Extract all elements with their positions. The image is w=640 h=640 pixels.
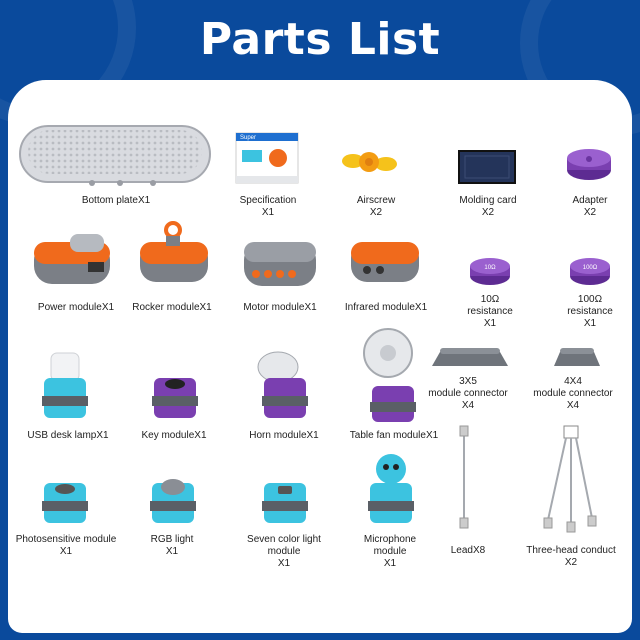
bottom-plate-label: Bottom plateX1 — [56, 195, 176, 207]
resistance-10-label-line: 10Ω — [480, 294, 500, 305]
photosensitive-module-label-line: Photosensitive module — [15, 534, 117, 545]
rocker-module-label: Rocker moduleX1 — [112, 302, 232, 314]
motor-module-label-line: Motor moduleX1 — [243, 302, 317, 313]
power-module-label-line: Power moduleX1 — [37, 302, 115, 313]
infrared-module-image — [351, 242, 419, 282]
three-head-conduct-label-line: X2 — [564, 557, 578, 568]
photosensitive-module-image — [42, 483, 88, 523]
connector-4x4-label-line: X4 — [566, 400, 580, 411]
seven-color-light-module-label-line: X1 — [277, 558, 291, 569]
resistance-100-label-line: resistance — [567, 306, 613, 317]
connector-3x5-label-line: 3X5 — [459, 376, 477, 387]
power-module-image — [34, 234, 110, 284]
airscrew-label-line: X2 — [369, 207, 383, 218]
key-module-image — [152, 378, 198, 418]
key-module-label: Key moduleX1 — [114, 430, 234, 442]
specification-cover-text: Super — [240, 135, 256, 141]
resistance-10-label-line: X1 — [483, 318, 497, 329]
usb-desk-lamp-image — [42, 352, 88, 418]
microphone-module-label-line: module — [373, 546, 407, 557]
resistance-100-image: 100Ω — [570, 258, 610, 285]
horn-module-label: Horn moduleX1 — [224, 430, 344, 442]
resistance-10-value-text: 10Ω — [484, 265, 496, 271]
rgb-light-label-line: RGB light — [150, 534, 194, 545]
adapter-label-line: X2 — [583, 207, 597, 218]
connector-3x5-image — [432, 348, 508, 366]
resistance-100-label-line: 100Ω — [577, 294, 603, 305]
specification-label-line: Specification — [239, 195, 297, 206]
infrared-module-label-line: Infrared moduleX1 — [344, 302, 428, 313]
table-fan-module-label-line: Table fan moduleX1 — [349, 430, 439, 441]
resistance-10-label-line: resistance — [467, 306, 513, 317]
parts-illustrations: Super — [19, 125, 611, 533]
seven-color-light-module-label-line: Seven color light — [247, 534, 321, 545]
molding-card-label-line: X2 — [481, 207, 495, 218]
motor-module-label: Motor moduleX1 — [220, 302, 340, 314]
adapter-label-line: Adapter — [572, 195, 608, 206]
microphone-module-label-line: X1 — [383, 558, 397, 569]
lead-label-line: LeadX8 — [450, 545, 486, 556]
parts-card: Super — [8, 80, 632, 633]
resistance-100-value-text: 100Ω — [583, 265, 598, 271]
molding-card-image — [458, 150, 516, 184]
horn-module-label-line: Horn moduleX1 — [249, 430, 319, 441]
adapter-image — [567, 149, 611, 180]
specification-label-line: X1 — [261, 207, 275, 218]
bottom-plate-label-line: Bottom plateX1 — [81, 195, 151, 206]
table-fan-module-image — [363, 328, 416, 422]
usb-desk-lamp-label: USB desk lampX1 — [8, 430, 128, 442]
airscrew-label-line: Airscrew — [356, 195, 396, 206]
lead-label: LeadX8 — [408, 545, 528, 557]
infrared-module-label: Infrared moduleX1 — [326, 302, 446, 314]
microphone-module-image — [368, 454, 414, 523]
connector-4x4-label-line: module connector — [533, 388, 613, 399]
airscrew-image — [342, 152, 397, 172]
rocker-module-label-line: Rocker moduleX1 — [132, 302, 212, 313]
key-module-label-line: Key moduleX1 — [141, 430, 207, 441]
molding-card-label-line: Molding card — [459, 195, 517, 206]
horn-module-image — [257, 351, 308, 418]
rocker-module-image — [140, 221, 208, 282]
power-module-label: Power moduleX1 — [16, 302, 136, 314]
motor-module-image — [244, 242, 316, 286]
usb-desk-lamp-label-line: USB desk lampX1 — [27, 430, 109, 441]
specification-image: Super — [235, 132, 299, 184]
seven-color-light-module-image — [262, 483, 308, 523]
connector-3x5-label-line: module connector — [428, 388, 508, 399]
seven-color-light-module-label-line: module — [267, 546, 301, 557]
microphone-module-label-line: Microphone — [363, 534, 417, 545]
bottom-plate-image — [19, 125, 211, 186]
three-head-conduct-image — [543, 425, 597, 533]
connector-4x4-label-line: 4X4 — [564, 376, 582, 387]
lead-image — [459, 425, 469, 529]
resistance-10-image: 10Ω — [470, 258, 510, 285]
rgb-light-image — [150, 479, 196, 523]
resistance-100-label-line: X1 — [583, 318, 597, 329]
connector-4x4-image — [554, 348, 600, 366]
connector-3x5-label-line: X4 — [461, 400, 475, 411]
rgb-light-label-line: X1 — [165, 546, 179, 557]
photosensitive-module-label-line: X1 — [59, 546, 73, 557]
table-fan-module-label: Table fan moduleX1 — [334, 430, 454, 442]
three-head-conduct-label-line: Three-head conduct — [526, 545, 616, 556]
page-title: Parts List — [199, 14, 441, 65]
